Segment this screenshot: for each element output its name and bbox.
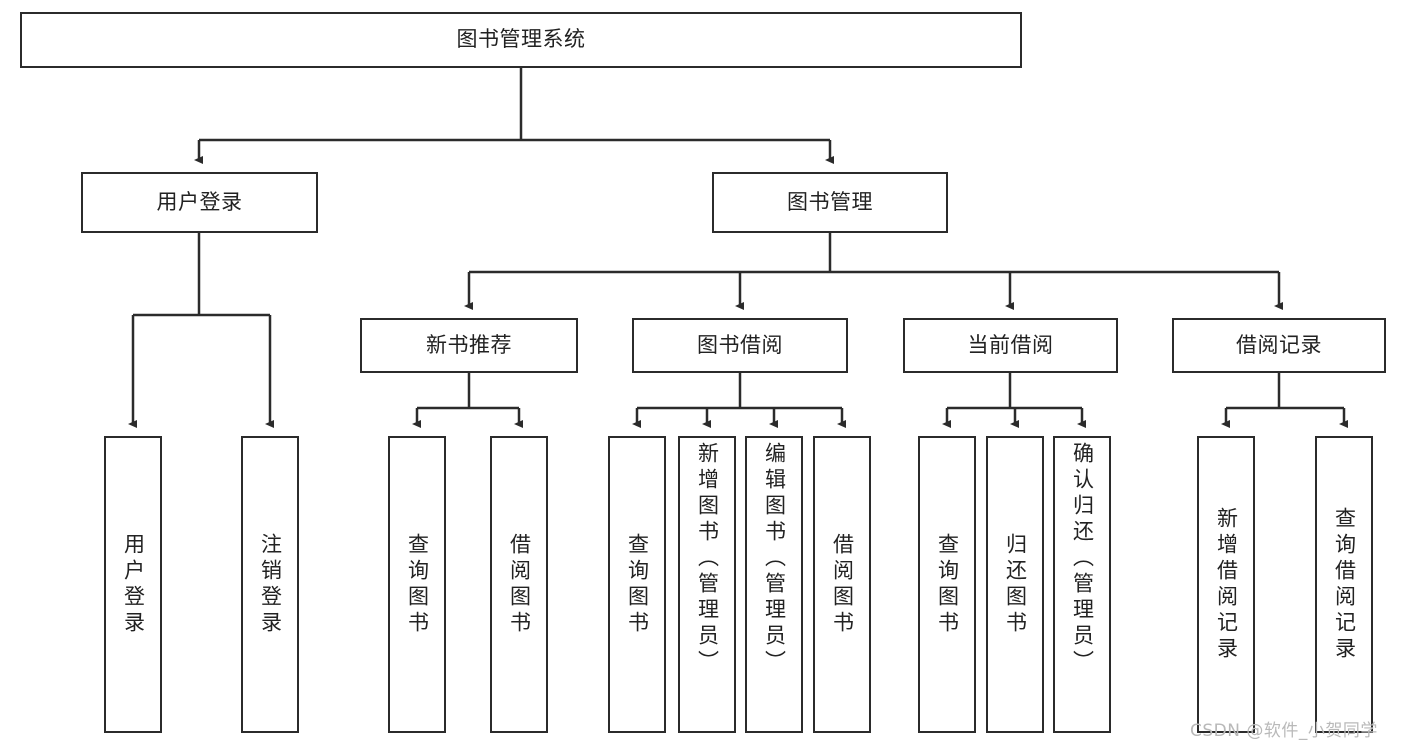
node-leaf-user-login[interactable]: 用户登录 [104, 436, 162, 733]
node-book-manage[interactable]: 图书管理 [712, 172, 948, 233]
node-leaf-add-borrow-record[interactable]: 新增借阅记录 [1197, 436, 1255, 733]
node-leaf-return-book-label: 归还图书 [1003, 532, 1028, 637]
node-leaf-add-book-admin[interactable]: 新增图书（管理员） [678, 436, 736, 733]
node-leaf-logout-label: 注销登录 [258, 532, 283, 637]
node-leaf-edit-book-admin[interactable]: 编辑图书（管理员） [745, 436, 803, 733]
node-borrow-record[interactable]: 借阅记录 [1172, 318, 1386, 373]
node-leaf-query-book-recommend-label: 查询图书 [405, 532, 430, 637]
node-leaf-query-book-current[interactable]: 查询图书 [918, 436, 976, 733]
node-leaf-confirm-return-admin-label: 确认归还（管理员） [1070, 442, 1095, 676]
node-leaf-query-book-borrow-label: 查询图书 [625, 532, 650, 637]
node-root-label: 图书管理系统 [456, 27, 586, 52]
csdn-watermark: CSDN @软件_小贺同学 [1190, 721, 1378, 741]
node-leaf-user-login-label: 用户登录 [121, 532, 146, 637]
node-leaf-borrow-book-recommend[interactable]: 借阅图书 [490, 436, 548, 733]
node-current-borrow-label: 当前借阅 [967, 332, 1054, 357]
node-leaf-logout[interactable]: 注销登录 [241, 436, 299, 733]
node-leaf-borrow-book-label: 借阅图书 [830, 532, 855, 637]
node-book-borrow-label: 图书借阅 [697, 332, 783, 357]
node-leaf-query-book-recommend[interactable]: 查询图书 [388, 436, 446, 733]
edge-current-borrow-to-leaves [942, 373, 1086, 428]
node-leaf-query-book-borrow[interactable]: 查询图书 [608, 436, 666, 733]
edge-borrow-record-to-leaves [1221, 373, 1348, 428]
node-leaf-return-book[interactable]: 归还图书 [986, 436, 1044, 733]
node-leaf-add-borrow-record-label: 新增借阅记录 [1214, 506, 1239, 663]
edge-root-to-level1 [194, 68, 834, 164]
node-leaf-query-borrow-record[interactable]: 查询借阅记录 [1315, 436, 1373, 733]
node-leaf-confirm-return-admin[interactable]: 确认归还（管理员） [1053, 436, 1111, 733]
node-book-borrow[interactable]: 图书借阅 [632, 318, 848, 373]
node-user-login-label: 用户登录 [156, 189, 243, 214]
node-leaf-borrow-book[interactable]: 借阅图书 [813, 436, 871, 733]
node-leaf-add-book-admin-label: 新增图书（管理员） [695, 442, 720, 676]
node-leaf-query-borrow-record-label: 查询借阅记录 [1332, 506, 1357, 663]
node-borrow-record-label: 借阅记录 [1236, 332, 1322, 357]
edge-book-manage-to-level2 [464, 233, 1283, 310]
edge-book-borrow-to-leaves [632, 373, 846, 428]
node-user-login[interactable]: 用户登录 [81, 172, 318, 233]
node-leaf-query-book-current-label: 查询图书 [935, 532, 960, 637]
node-book-manage-label: 图书管理 [787, 189, 873, 214]
node-new-book-recommend[interactable]: 新书推荐 [360, 318, 578, 373]
edge-user-login-to-leaves [128, 233, 274, 428]
node-leaf-borrow-book-recommend-label: 借阅图书 [507, 532, 532, 637]
node-new-book-recommend-label: 新书推荐 [426, 332, 512, 357]
node-leaf-edit-book-admin-label: 编辑图书（管理员） [762, 442, 787, 676]
node-root-system[interactable]: 图书管理系统 [20, 12, 1022, 68]
edge-new-book-recommend-to-leaves [412, 373, 523, 428]
node-current-borrow[interactable]: 当前借阅 [903, 318, 1118, 373]
